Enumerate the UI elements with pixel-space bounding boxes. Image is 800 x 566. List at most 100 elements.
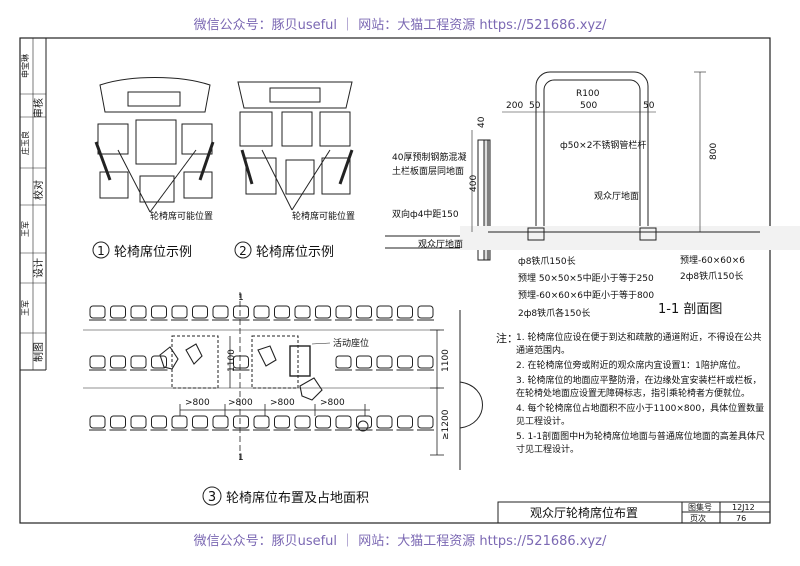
- rail-label: ф50×2不锈钢管栏杆: [560, 139, 646, 151]
- anchor-label-6: 2ф8铁爪150长: [680, 270, 743, 282]
- section-dim-800: 800: [709, 143, 719, 160]
- seat: [335, 355, 352, 369]
- dim-800-2: >800: [228, 398, 253, 408]
- seat: [274, 305, 290, 319]
- example-2-number: 2: [239, 244, 247, 258]
- seat: [397, 415, 413, 429]
- seat: [417, 415, 434, 429]
- seat: [294, 305, 311, 319]
- curb-label-1: 40厚预制钢筋混凝: [392, 151, 466, 163]
- note-item-2: 2. 在轮椅席位旁或附近的观众席内宜设置1：1陪护席位。: [516, 361, 746, 371]
- seat: [253, 305, 270, 319]
- dim-800-1: >800: [185, 398, 210, 408]
- seat: [171, 415, 188, 429]
- seat: [110, 305, 126, 319]
- seat: [253, 415, 270, 429]
- example-1-title: 轮椅席位示例: [114, 244, 192, 260]
- anchor-label-3: 预埋-60×60×6中距小于等于800: [518, 289, 654, 301]
- seat: [335, 305, 352, 319]
- plan-number: 3: [208, 490, 216, 505]
- example-2-figure: [237, 81, 354, 211]
- title-block: [497, 501, 771, 524]
- dim-1100-right: 1100: [441, 349, 451, 372]
- seat: [356, 415, 372, 429]
- anchor-label-1: ф8铁爪150长: [518, 255, 576, 267]
- seat: [192, 305, 208, 319]
- seat-rows: [89, 305, 434, 431]
- side-cell-review: 审核: [32, 98, 45, 118]
- seat: [233, 305, 249, 319]
- seat: [151, 415, 167, 429]
- hall-floor-right: 观众厅地面: [594, 190, 639, 202]
- anchor-label-5: 预埋-60×60×6: [680, 255, 745, 266]
- sheet-border: [19, 37, 771, 524]
- seat: [397, 305, 413, 319]
- seat: [294, 415, 311, 429]
- seat: [192, 415, 208, 429]
- section-title: 1-1 剖面图: [658, 302, 722, 317]
- seat: [89, 415, 106, 429]
- dim-1100-left: 1100: [227, 349, 237, 372]
- seat: [233, 355, 249, 369]
- movable-seat-label: 活动座位: [333, 337, 369, 349]
- seat: [376, 415, 393, 429]
- section-dim-500: 500: [580, 101, 597, 111]
- example-2-label: 轮椅席可能位置: [292, 210, 355, 222]
- example-2-number-circle: [234, 241, 252, 259]
- example-1-label: 轮椅席可能位置: [150, 210, 213, 222]
- note-item-5: 5. 1-1剖面图中H为轮椅席位地面与普通席位地面的高差具体尺寸见工程设计。: [516, 432, 765, 455]
- signature-design: 王军: [21, 221, 30, 237]
- seat: [417, 355, 434, 369]
- anchor-label-2: 预埋 50×50×5中距小于等于250: [518, 272, 654, 284]
- example-1-figure: [94, 77, 215, 213]
- seat: [151, 305, 167, 319]
- side-panel: 审核 校对 设计 制图 申宝琳 庄玉良 王军 王军: [20, 38, 47, 371]
- notes-list: 1. 轮椅席位应设在便于到达和疏散的通道附近，不得设在公共通道范围内。 2. 在…: [516, 332, 768, 457]
- plan-title: 轮椅席位布置及占地面积: [226, 490, 369, 506]
- seat: [130, 355, 147, 369]
- signature-check: 庄玉良: [20, 131, 30, 155]
- seat: [397, 355, 413, 369]
- seat: [274, 415, 290, 429]
- side-cell-draft: 制图: [32, 342, 45, 362]
- seat: [89, 355, 106, 369]
- bar-label: 双向ф4中距150: [392, 208, 459, 220]
- hall-floor-left: 观众厅地面: [418, 238, 463, 250]
- note-item-4: 4. 每个轮椅席位占地面积不应小于1100×800，具体位置数量见工程设计。: [516, 404, 765, 427]
- page-number-value: 76: [736, 514, 746, 523]
- seat: [356, 355, 372, 369]
- seat: [130, 305, 147, 319]
- example-2-title: 轮椅席位示例: [256, 244, 334, 260]
- seat: [110, 415, 126, 429]
- section-r100: R100: [576, 89, 600, 99]
- example-1-number: 1: [97, 244, 105, 258]
- seat: [110, 355, 126, 369]
- seat: [212, 305, 229, 319]
- seat: [233, 415, 249, 429]
- dim-800-4: >800: [320, 398, 345, 408]
- page-number-label: 页次: [690, 513, 706, 523]
- seat: [376, 355, 393, 369]
- signature-review: 申宝琳: [20, 54, 30, 78]
- title-block-title: 观众厅轮椅席位布置: [530, 505, 638, 520]
- seat: [315, 415, 331, 429]
- section-dim-50a: 50: [529, 101, 541, 111]
- seat: [212, 415, 229, 429]
- note-item-1: 1. 轮椅席位应设在便于到达和疏散的通道附近，不得设在公共通道范围内。: [516, 333, 762, 356]
- note-item-3: 3. 轮椅席位的地面应平整防滑，在边缘处宜安装栏杆或栏板，在轮椅处地面应设置无障…: [516, 376, 762, 399]
- section-dim-200: 200: [506, 101, 523, 111]
- section-dim-400: 400: [469, 175, 479, 192]
- section-drawing: [385, 71, 800, 261]
- seat: [417, 305, 434, 319]
- watermark-bottom: 微信公众号：豚贝useful ｜ 网站：大猫工程资源 https://52168…: [193, 534, 607, 549]
- dim-800-3: >800: [270, 398, 295, 408]
- seat: [356, 305, 372, 319]
- section-dim-50b: 50: [643, 101, 655, 111]
- notes-label: 注：: [496, 332, 518, 345]
- seat: [130, 415, 147, 429]
- seat: [151, 355, 167, 369]
- seating-plan: [83, 292, 483, 470]
- signature-draft: 王军: [21, 300, 30, 316]
- atlas-number-value: 12J12: [732, 503, 755, 512]
